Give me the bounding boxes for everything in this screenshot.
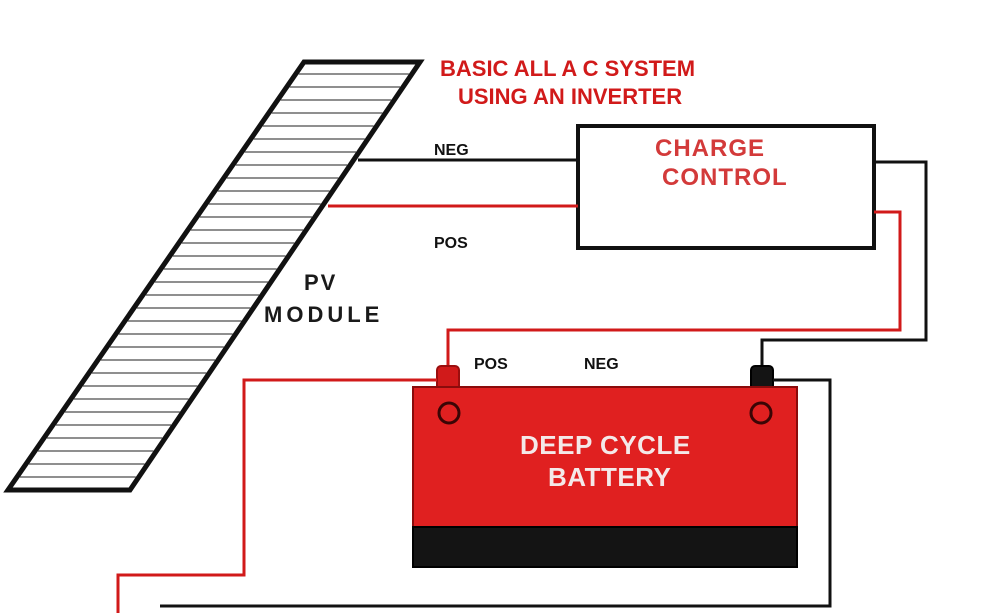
control-positive-output-wire	[446, 210, 902, 372]
battery-label-line-1: DEEP CYCLE	[520, 430, 691, 460]
inverter-negative-wire	[160, 378, 832, 608]
diagram-title-line-2: USING AN INVERTER	[458, 84, 683, 109]
battery-positive-label: POS	[474, 356, 508, 373]
deep-cycle-battery	[412, 386, 798, 568]
charge-control-label-line-1: CHARGE	[655, 135, 766, 162]
pv-module-label-line-1: PV	[304, 270, 338, 295]
pv-module-panel	[3, 59, 425, 493]
battery-negative-terminal-icon	[749, 401, 773, 425]
inverter-positive-wire	[116, 378, 437, 613]
battery-label-line-2: BATTERY	[548, 462, 672, 492]
module-positive-label: POS	[434, 235, 468, 252]
diagram-title-line-1: BASIC ALL A C SYSTEM	[440, 56, 696, 81]
battery-negative-label: NEG	[584, 356, 619, 373]
battery-positive-terminal-icon	[437, 401, 461, 425]
module-negative-label: NEG	[434, 142, 469, 159]
pv-module-label-line-2: MODULE	[264, 302, 384, 327]
charge-control-label-line-2: CONTROL	[662, 164, 788, 191]
control-negative-output-wire	[760, 160, 928, 372]
charge-control-box	[576, 124, 876, 250]
